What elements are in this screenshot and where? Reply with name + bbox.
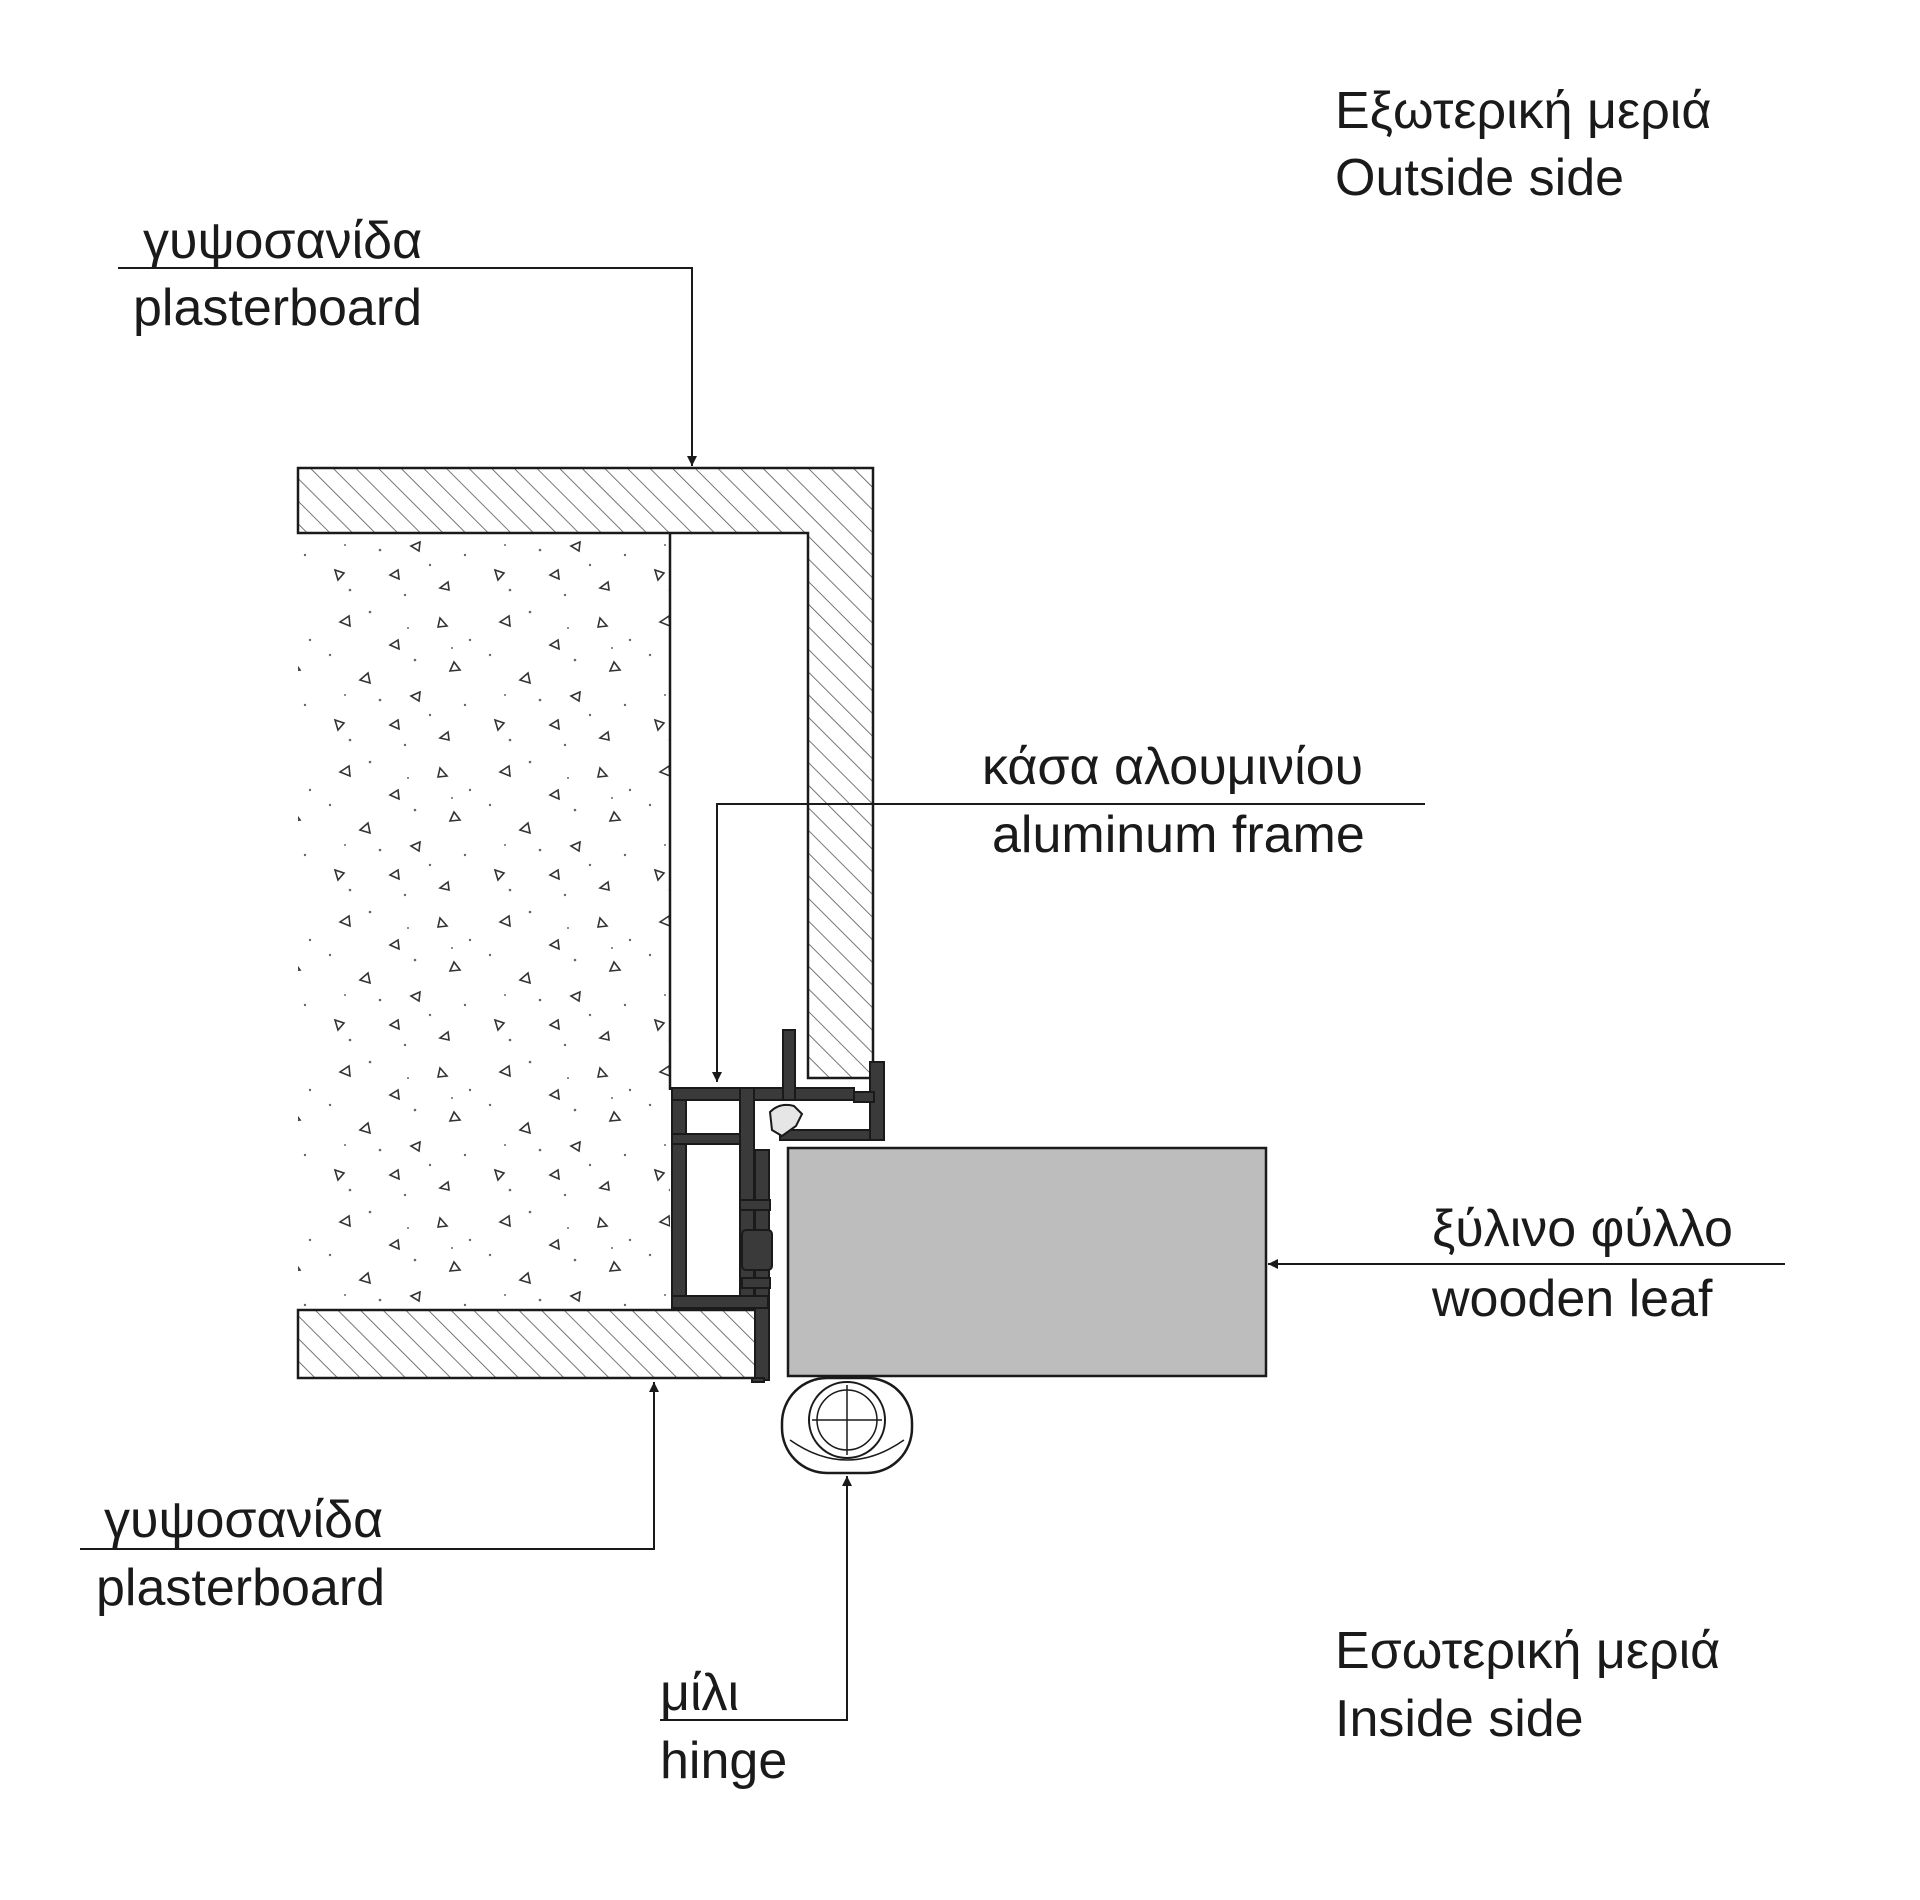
plasterboard-top bbox=[296, 466, 875, 1080]
label-inside-el: Εσωτερική μεριά bbox=[1335, 1622, 1720, 1680]
label-plaster-bottom-el: γυψοσανίδα bbox=[104, 1491, 383, 1549]
plasterboard-bottom bbox=[296, 1308, 760, 1380]
label-hinge-el: μίλι bbox=[660, 1664, 739, 1722]
label-outside-en: Outside side bbox=[1335, 149, 1624, 207]
frame-gasket bbox=[768, 1103, 804, 1138]
label-plaster-bottom-en: plasterboard bbox=[96, 1559, 385, 1617]
label-leaf-el: ξύλινο φύλλο bbox=[1432, 1200, 1733, 1258]
leader-plasterboard-bottom bbox=[80, 1382, 659, 1550]
concrete-wall bbox=[298, 533, 670, 1310]
label-hinge-en: hinge bbox=[660, 1732, 787, 1790]
label-plaster-top-en: plasterboard bbox=[133, 279, 422, 337]
wooden-leaf bbox=[786, 1146, 1268, 1378]
hinge-barrel bbox=[780, 1376, 914, 1475]
leader-aluminum-frame bbox=[712, 803, 1425, 1082]
label-inside-en: Inside side bbox=[1335, 1690, 1584, 1748]
leader-plasterboard-top bbox=[118, 267, 697, 466]
leader-hinge bbox=[660, 1476, 852, 1721]
aluminum-frame-profile bbox=[671, 1029, 885, 1383]
label-outside-el: Εξωτερική μεριά bbox=[1335, 82, 1711, 140]
label-frame-en: aluminum frame bbox=[992, 806, 1365, 864]
label-leaf-en: wooden leaf bbox=[1431, 1270, 1713, 1328]
label-plaster-top-el: γυψοσανίδα bbox=[143, 212, 422, 270]
label-frame-el: κάσα αλουμινίου bbox=[982, 738, 1363, 796]
